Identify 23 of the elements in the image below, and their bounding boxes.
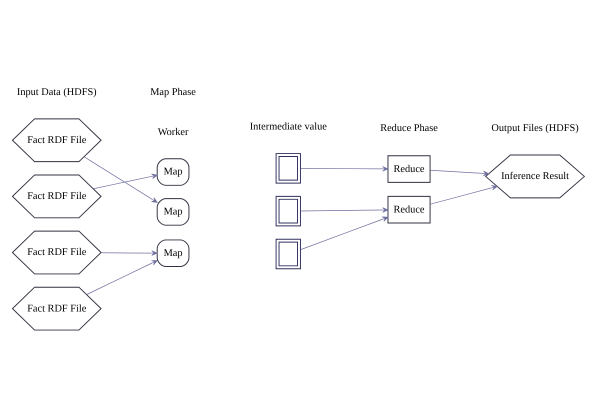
node-box: Reduce [388, 154, 431, 182]
arrow [430, 184, 498, 204]
arrow [93, 173, 158, 189]
arrow [300, 216, 388, 250]
arrow [100, 250, 158, 256]
label: Output Files (HDFS) [491, 122, 579, 134]
node-box [276, 195, 301, 226]
arrow [300, 166, 388, 172]
arrow [300, 206, 388, 212]
label: Map Phase [150, 86, 196, 98]
label: Input Data (HDFS) [16, 86, 97, 98]
node-box [276, 238, 301, 269]
node-box: Map [156, 198, 190, 226]
arrow [430, 169, 489, 176]
label: Reduce Phase [380, 122, 438, 134]
node-box: Reduce [388, 195, 431, 223]
node-box [276, 152, 301, 184]
node-box: Map [156, 158, 190, 186]
node-box: Map [156, 238, 190, 267]
label: Intermediate value [250, 121, 327, 132]
arrow [86, 260, 158, 294]
arrow [84, 156, 158, 202]
label: Worker [158, 126, 188, 138]
